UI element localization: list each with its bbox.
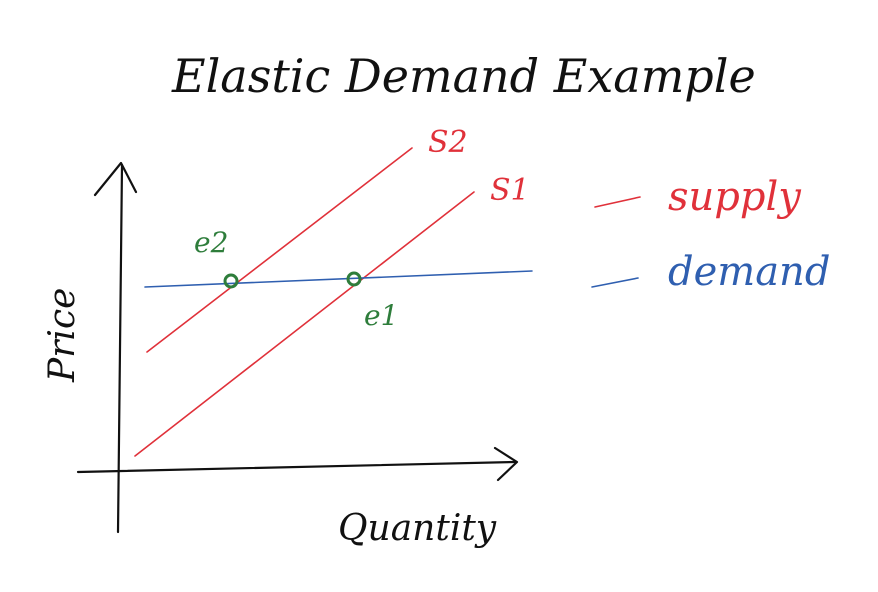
s1-label: S1 <box>490 173 530 208</box>
x-axis-arrowhead <box>493 446 519 482</box>
y-axis <box>116 163 124 534</box>
y-axis-label: Price <box>42 288 83 383</box>
demand-curve <box>144 270 533 288</box>
x-axis <box>76 460 517 474</box>
e1-label: e1 <box>364 299 398 332</box>
e2-label: e2 <box>194 226 228 259</box>
legend-demand-swatch <box>591 277 639 288</box>
x-axis-label: Quantity <box>338 508 497 549</box>
legend-supply-swatch <box>594 196 641 208</box>
legend-supply-label: supply <box>668 174 802 220</box>
legend: supply demand <box>591 174 830 295</box>
y-axis-arrowhead <box>93 161 138 197</box>
diagram-title: Elastic Demand Example <box>171 49 756 103</box>
equilibrium-point-e2 <box>223 273 239 289</box>
axes <box>76 161 519 534</box>
supply-curve-s2 <box>146 147 413 353</box>
legend-demand-label: demand <box>668 249 830 295</box>
equilibrium-point-e1 <box>346 271 362 287</box>
supply-curve-s1 <box>134 191 475 457</box>
s2-label: S2 <box>428 125 468 160</box>
